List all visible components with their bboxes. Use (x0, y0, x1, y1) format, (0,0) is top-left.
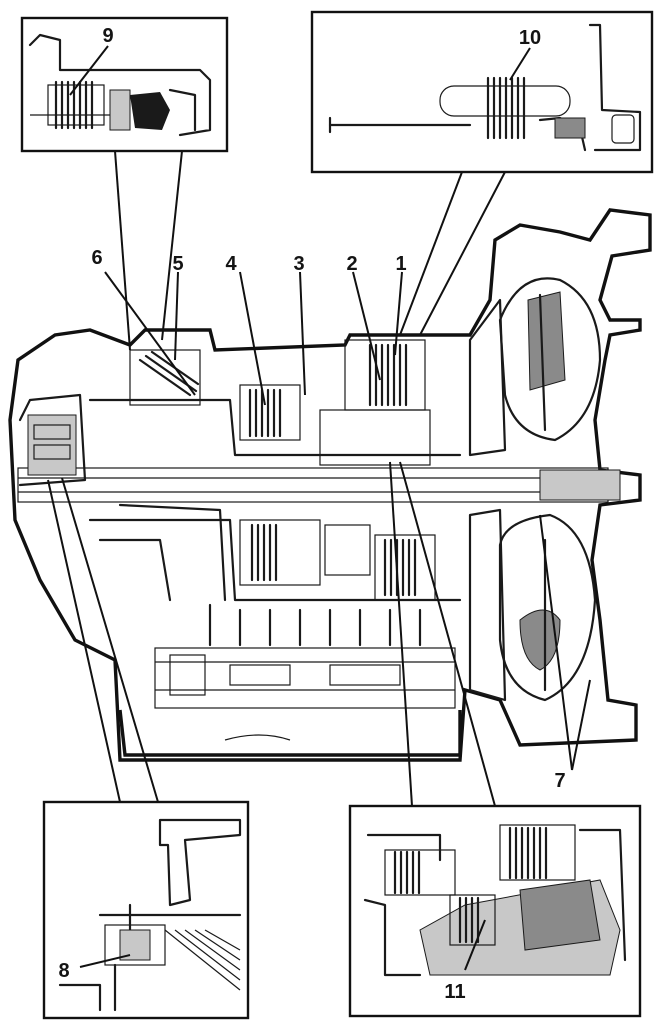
callout-6: 6 (91, 247, 102, 269)
clutch-pack-upper (129, 339, 431, 466)
callout-7: 7 (554, 770, 565, 792)
callout-8: 8 (58, 960, 69, 982)
callout-1: 1 (395, 253, 406, 275)
clutch-plates (138, 343, 408, 438)
clutch-pack-lower (239, 519, 436, 601)
inset-9 (20, 16, 229, 153)
inset-11 (348, 804, 642, 1018)
leader-lines (47, 45, 591, 971)
callout-10: 10 (519, 27, 541, 49)
callout-2: 2 (346, 253, 357, 275)
callout-3: 3 (293, 253, 304, 275)
callout-11: 11 (444, 981, 465, 1003)
callout-labels: 1 2 3 4 5 6 7 8 9 10 11 (58, 25, 565, 1003)
callout-9: 9 (102, 25, 113, 47)
callout-4: 4 (225, 253, 237, 275)
transmission-housing (8, 208, 652, 762)
callout-5: 5 (172, 253, 183, 275)
valve-body (118, 603, 462, 757)
inset-10 (310, 10, 654, 174)
inset-8 (42, 800, 250, 1020)
